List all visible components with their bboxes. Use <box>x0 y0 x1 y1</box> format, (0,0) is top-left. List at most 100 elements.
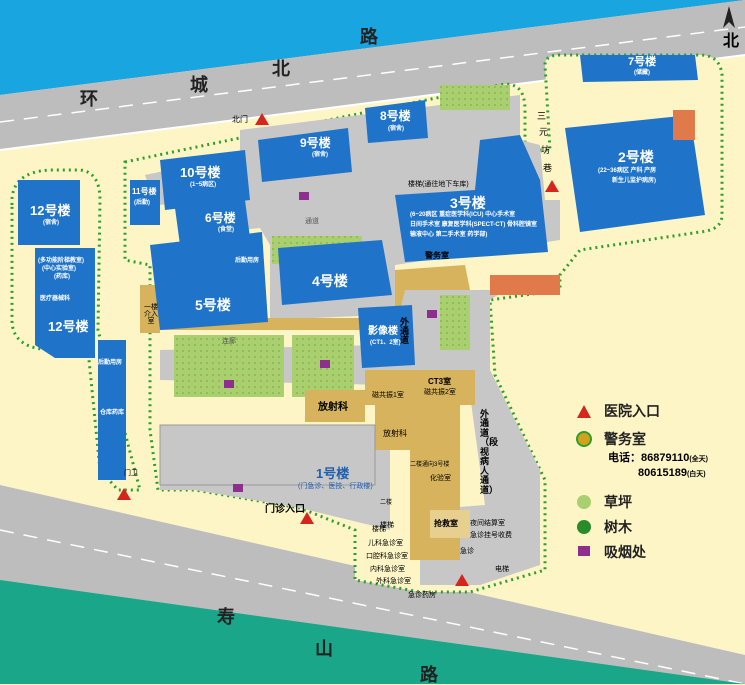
smoking-spot-5 <box>233 484 243 492</box>
north-road-lane <box>0 26 745 123</box>
building-2-sub: (22~36病区 产科 产房 <box>598 168 657 174</box>
east-lane-char-1: 三 <box>537 111 547 121</box>
legend-tree: 树木 <box>604 519 632 535</box>
ct3-block <box>365 370 475 405</box>
building-4 <box>278 240 392 305</box>
building-12b-label: 12号楼 <box>48 319 89 334</box>
building-7-sub: (储藏) <box>634 70 650 76</box>
north-road-char-1: 环 <box>80 89 98 109</box>
building-4-label: 4号楼 <box>312 273 348 289</box>
entrance-marker-3 <box>117 488 131 500</box>
building-5-label: 5号楼 <box>195 297 231 313</box>
lawn-4 <box>440 295 470 350</box>
building-8 <box>365 100 428 143</box>
building-3 <box>395 135 548 262</box>
outer-passage-label: 外通道 <box>400 317 410 345</box>
parking-lot-2 <box>673 110 695 140</box>
legend-phone1-note: (全天) <box>689 456 709 463</box>
north-road-char-2: 城 <box>190 75 208 95</box>
walk-label: 连廊 <box>222 338 236 345</box>
building-12-logistics-label: 后勤用房 <box>98 360 123 366</box>
legend-smoking: 吸烟处 <box>604 544 646 560</box>
building-12a-label: 12号楼 <box>30 203 71 218</box>
entrance-marker-5 <box>455 574 469 586</box>
night-pay-label: 夜间结算室 <box>470 520 505 527</box>
legend-entrance-icon <box>577 405 591 418</box>
smoking-spot-1 <box>299 192 309 200</box>
south-road-char-3: 路 <box>420 665 438 685</box>
smoking-spot-3 <box>320 360 330 368</box>
building-6 <box>175 200 250 245</box>
legend-phone2: 80615189 <box>638 467 687 479</box>
stairs2-label: 楼梯 <box>380 522 394 529</box>
legend-smoking-icon <box>578 546 590 556</box>
building-3-sub3: 输液中心 第二手术室 药学部) <box>410 232 488 238</box>
legend-security-icon <box>576 431 592 447</box>
em-room-5: 外科急诊室 <box>376 578 411 585</box>
east-lane-char-2: 元 <box>539 127 549 137</box>
north-label: 北 <box>723 33 740 50</box>
building-6-label: 6号楼 <box>205 211 236 225</box>
ct3-label: CT3室 <box>428 377 452 386</box>
building-3-label: 3号楼 <box>450 195 486 211</box>
smoking-spot-2 <box>224 380 234 388</box>
building-9 <box>258 128 352 182</box>
emergency-pay-label: 急诊挂号收费 <box>470 532 512 539</box>
em-room-3: 口腔科急诊室 <box>366 553 408 560</box>
em-room-1: 楼梯 <box>372 526 386 533</box>
building-12-office-3: (药库) <box>54 274 70 280</box>
building-12-south <box>35 248 95 358</box>
lab-label: 化验室 <box>430 475 451 482</box>
intervention-label: 一楼介入室 <box>144 304 158 325</box>
parking-lot <box>490 275 560 295</box>
building-11-sub: (后勤) <box>134 200 150 206</box>
building-12-office-2: (中心实验室) <box>42 266 76 272</box>
building-2 <box>565 115 705 232</box>
outpatient-entrance-label: 门诊入口 <box>265 504 305 515</box>
legend-security: 警务室 <box>604 431 646 447</box>
rescue-block <box>430 510 470 538</box>
building-10 <box>160 150 250 210</box>
entrance-marker <box>255 113 269 125</box>
elevator-label: 电梯 <box>495 566 509 573</box>
west-gate-label: 门卫 <box>124 470 138 477</box>
rescue-label: 抢救室 <box>434 519 458 528</box>
north-road-char-4: 路 <box>360 27 378 47</box>
legend-phone-label: 电话： <box>608 452 641 464</box>
building-2-label: 2号楼 <box>618 149 654 165</box>
imaging-sub: (CT1、2室) <box>370 340 401 346</box>
entrance-marker-2 <box>545 180 559 192</box>
passage-label: 通道 <box>305 218 319 225</box>
corridor-west <box>140 285 160 333</box>
legend-phone-line2: 80615189(白天) <box>638 468 706 479</box>
entrance-marker-4 <box>300 512 314 524</box>
smoking-spot-4 <box>427 310 437 318</box>
outer-passage-2-label: 外通道（段视病人通道） <box>480 409 499 495</box>
building-1-base <box>159 424 376 486</box>
logistics-2-label: 后勤用房 <box>235 258 260 264</box>
building-6-sub: (食堂) <box>218 227 234 233</box>
stairs-basement-label: 楼梯(通往地下车库) <box>408 181 469 188</box>
radiology-2-label: 放射科 <box>383 429 407 438</box>
corridor-east <box>395 265 470 310</box>
em-room-2: 儿科急诊室 <box>368 540 403 547</box>
north-gate-label: 北门 <box>232 115 248 124</box>
south-road-lane <box>0 529 745 684</box>
building-12-logistics <box>98 340 126 480</box>
em-room-6: 急诊药房 <box>408 592 436 599</box>
north-road <box>0 0 745 150</box>
building-1-sub: (门急诊、医技、行政楼) <box>298 483 373 490</box>
building-7-label: 7号楼 <box>628 56 657 68</box>
legend-phone2-note: (白天) <box>686 471 706 478</box>
north-arrow-icon <box>723 6 735 28</box>
second-floor-label: 二楼 <box>380 500 393 506</box>
lawn-5 <box>440 85 510 110</box>
warehouse-label: 仓库药库 <box>100 410 125 416</box>
building-5 <box>150 232 268 330</box>
building-8-sub: (宿舍) <box>388 126 404 132</box>
legend-entrance: 医院入口 <box>604 403 660 419</box>
river-south <box>0 580 745 684</box>
building-7 <box>580 55 698 82</box>
east-lane-char-4: 巷 <box>543 163 553 173</box>
building-12-supply: 医疗器械科 <box>40 296 71 302</box>
